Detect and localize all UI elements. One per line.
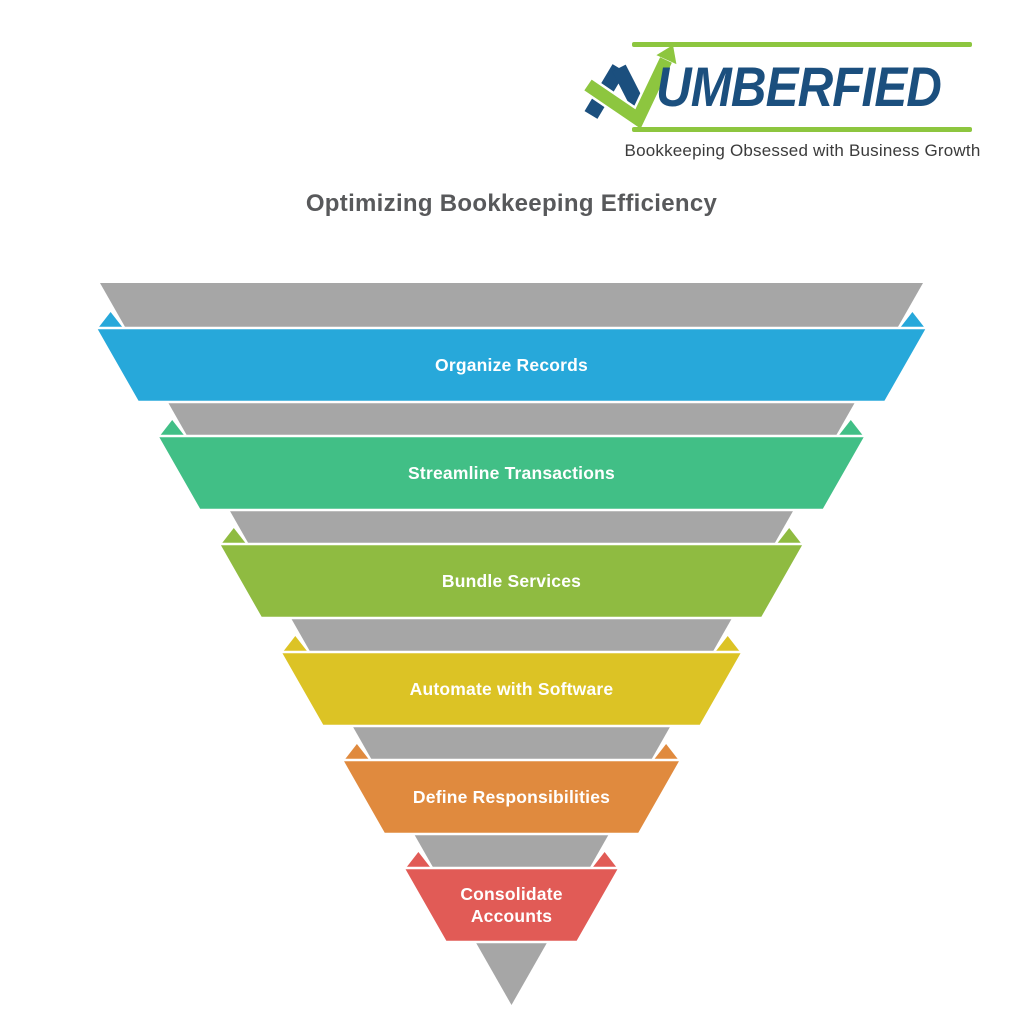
band-3-ribbon: [278, 650, 745, 728]
band-4-fold-right: [652, 744, 681, 762]
band-1-fold-left: [158, 420, 187, 438]
band-5-ribbon: [401, 866, 622, 944]
band-5-fold-right: [590, 852, 619, 870]
logo-growth-arrow-icon: [584, 57, 672, 129]
band-0-fold-right: [898, 312, 927, 330]
logo-tagline: Bookkeeping Obsessed with Business Growt…: [624, 141, 981, 160]
band-3-fold-left: [281, 636, 310, 654]
band-2-fold-right: [775, 528, 804, 546]
band-0-ribbon: [93, 326, 930, 404]
logo-block: UMBERFIED Bookkeeping Obsessed with Busi…: [0, 0, 1024, 175]
band-3-fold-right: [713, 636, 742, 654]
band-4-fold-left: [342, 744, 371, 762]
band-2-fold-left: [219, 528, 248, 546]
band-4-ribbon: [339, 758, 684, 836]
logo-arrowhead-icon: [656, 45, 677, 65]
logo-top-rule: [632, 42, 972, 47]
band-2-ribbon: [216, 542, 807, 620]
band-5-fold-left: [404, 852, 433, 870]
numberfied-n-arrow-icon: [582, 45, 677, 133]
page-title: Optimizing Bookkeeping Efficiency: [305, 190, 718, 217]
band-0-fold-left: [96, 312, 125, 330]
logo-bottom-rule: [632, 127, 972, 132]
band-1-ribbon: [155, 434, 868, 512]
band-1-fold-right: [836, 420, 865, 438]
brand-wordmark: UMBERFIED: [656, 55, 942, 118]
